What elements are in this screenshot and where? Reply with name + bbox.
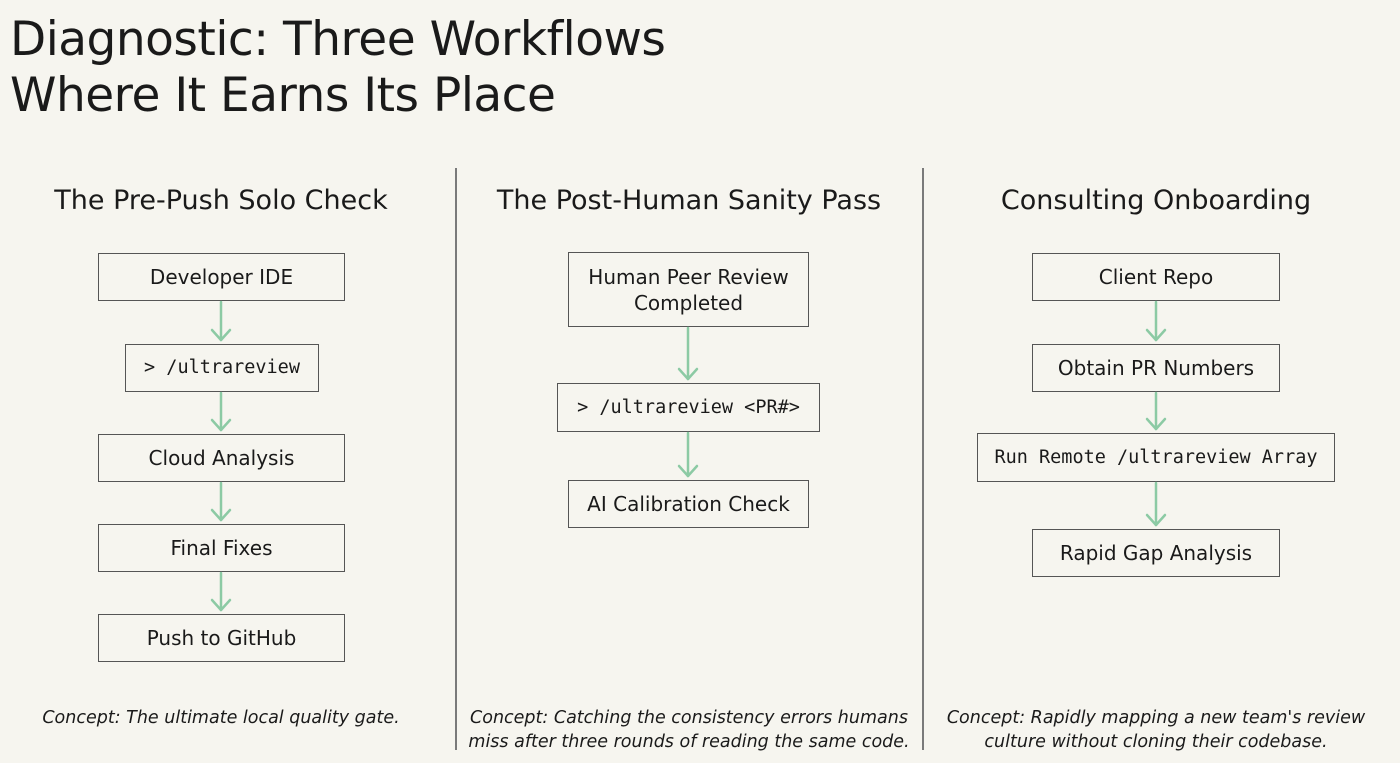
step-label: AI Calibration Check [587, 492, 790, 516]
step-push-to-github: Push to GitHub [98, 614, 345, 662]
concept-post-human: Concept: Catching the consistency errors… [468, 706, 909, 754]
step-ultrareview-command: > /ultrareview [125, 344, 319, 392]
arrow-down-icon [1145, 481, 1167, 527]
column-divider-1 [455, 168, 457, 750]
step-rapid-gap-analysis: Rapid Gap Analysis [1032, 529, 1280, 577]
arrow-down-icon [677, 431, 699, 478]
column-divider-2 [922, 168, 924, 750]
concept-line: Concept: Rapidly mapping a new team's re… [946, 708, 1366, 728]
step-label-line-1: Human Peer Review [588, 264, 789, 289]
arrow-down-icon [1145, 391, 1167, 431]
heading-consulting-onboarding: Consulting Onboarding [1000, 185, 1312, 216]
step-developer-ide: Developer IDE [98, 253, 345, 301]
title-line-2: Where It Earns Its Place [10, 68, 556, 123]
step-run-remote-ultrareview-array: Run Remote /ultrareview Array [977, 433, 1335, 482]
step-label-line-2: Completed [633, 290, 744, 315]
concept-line: culture without cloning their codebase. [984, 732, 1328, 752]
step-cloud-analysis: Cloud Analysis [98, 434, 345, 482]
step-obtain-pr-numbers: Obtain PR Numbers [1032, 344, 1280, 392]
step-ai-calibration-check: AI Calibration Check [568, 480, 809, 528]
step-client-repo: Client Repo [1032, 253, 1280, 301]
step-label: > /ultrareview [144, 357, 300, 378]
step-label: Rapid Gap Analysis [1059, 541, 1253, 565]
concept-line: Concept: The ultimate local quality gate… [42, 708, 400, 728]
arrow-down-icon [210, 481, 232, 522]
step-label: Cloud Analysis [148, 446, 295, 470]
step-label: Obtain PR Numbers [1057, 356, 1255, 380]
step-label: Push to GitHub [146, 626, 297, 650]
arrow-down-icon [677, 326, 699, 381]
step-label: Developer IDE [149, 265, 294, 289]
step-label: Run Remote /ultrareview Array [994, 446, 1318, 468]
concept-line: Concept: Catching the consistency errors… [470, 708, 908, 728]
step-ultrareview-pr-command: > /ultrareview <PR#> [557, 383, 820, 432]
step-label: Final Fixes [170, 536, 273, 560]
arrow-down-icon [210, 300, 232, 342]
heading-pre-push-solo-check: The Pre-Push Solo Check [54, 185, 388, 216]
page-title: Diagnostic: Three Workflows Where It Ear… [10, 12, 666, 124]
heading-post-human-sanity-pass: The Post-Human Sanity Pass [496, 185, 882, 216]
concept-line: miss after three rounds of reading the s… [468, 732, 910, 752]
step-human-peer-review-completed: Human Peer Review Completed [568, 252, 809, 327]
step-final-fixes: Final Fixes [98, 524, 345, 572]
step-label: Client Repo [1098, 265, 1214, 289]
arrow-down-icon [210, 391, 232, 432]
step-label: > /ultrareview <PR#> [577, 396, 800, 418]
arrow-down-icon [1145, 300, 1167, 342]
title-line-1: Diagnostic: Three Workflows [10, 12, 666, 67]
concept-pre-push: Concept: The ultimate local quality gate… [42, 706, 399, 730]
arrow-down-icon [210, 571, 232, 612]
concept-consulting: Concept: Rapidly mapping a new team's re… [947, 706, 1365, 754]
